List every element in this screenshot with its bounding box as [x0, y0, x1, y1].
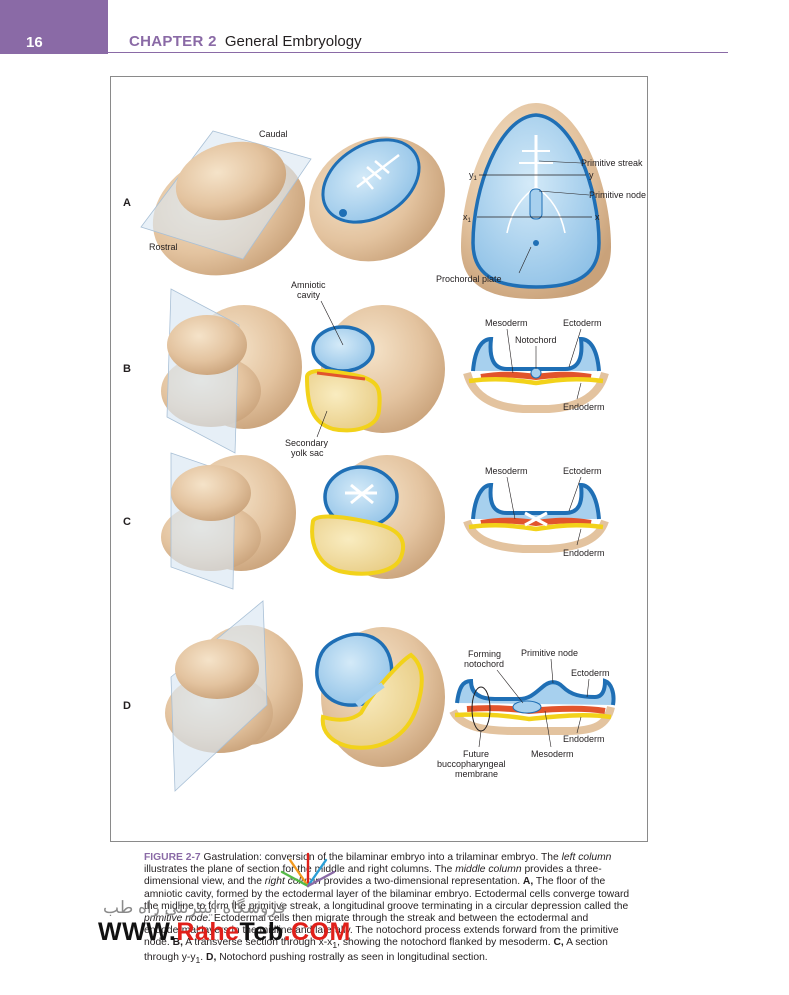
label-primitive-node-d: Primitive node: [521, 648, 578, 658]
watermark-logo-icon: [280, 852, 336, 888]
label-prochordal-plate: Prochordal plate: [436, 274, 502, 284]
leader-primitive-node-a: [538, 190, 590, 196]
label-endoderm-c: Endoderm: [563, 548, 605, 558]
caption-text: provides a two-dimensional representatio…: [320, 876, 523, 888]
row-b-3d-view: [304, 305, 445, 433]
page-number: 16: [26, 34, 43, 51]
leader-endoderm-d: [576, 716, 582, 734]
leader-forming-notochord: [496, 669, 524, 704]
leader-primitive-node-d: [550, 658, 554, 684]
leader-ectoderm-d: [586, 678, 590, 698]
label-forming-notochord-1: Forming: [468, 649, 501, 659]
row-d-3d-view: [315, 627, 445, 767]
figure-caption: FIGURE 2-7 Gastrulation: conversion of t…: [144, 852, 643, 966]
watermark-persian: فروشگاه اینترنتی راه طب: [103, 898, 286, 917]
label-primitive-streak: Primitive streak: [581, 158, 643, 168]
caption-bold: D,: [206, 951, 217, 963]
label-primitive-node-a: Primitive node: [589, 190, 646, 200]
caption-italic: primitive node.: [144, 913, 211, 925]
row-a-2d-view: [461, 103, 611, 299]
caption-text: Ectodermal cells then migrate through th…: [144, 913, 619, 949]
leader-secondary-yolk-sac: [316, 410, 328, 438]
label-x: x: [595, 212, 600, 222]
figure-frame: A Caudal Rostral y1 y x1 x Primitive str…: [110, 76, 648, 842]
caption-text: Notochord pushing rostrally as seen in l…: [216, 951, 488, 963]
chapter-title: General Embryology: [224, 33, 362, 50]
row-d-2d-section: [449, 678, 616, 735]
leader-amniotic-cavity: [320, 300, 344, 346]
caption-italic: right column: [264, 876, 321, 888]
header-rule: [108, 52, 728, 53]
leader-primitive-streak: [538, 160, 582, 164]
caption-text: , showing the notochord flanked by mesod…: [337, 937, 554, 949]
caption-bold: A,: [522, 876, 534, 888]
label-endoderm-d: Endoderm: [563, 734, 605, 744]
row-c-2d-section: [463, 482, 609, 553]
caption-text: provides a three-dimensional view, and t…: [144, 864, 602, 888]
label-ectoderm-b: Ectoderm: [563, 318, 602, 328]
row-c-3d-view: [310, 455, 445, 579]
caption-text: The floor of the amniotic cavity, formed…: [144, 876, 630, 912]
watermark-url: WWW.RaheTeb.COM: [98, 918, 351, 947]
label-y1: y1: [469, 170, 478, 182]
label-endoderm-b: Endoderm: [563, 402, 605, 412]
leader-endoderm-b: [576, 382, 582, 400]
leader-ectoderm-b: [568, 328, 582, 368]
row-a-plane-view: [140, 130, 312, 276]
label-future-3: membrane: [455, 769, 498, 779]
caption-bold: C,: [553, 937, 564, 949]
label-rostral: Rostral: [149, 242, 178, 252]
label-mesoderm-c: Mesoderm: [485, 466, 528, 476]
leader-mesoderm-b: [506, 328, 514, 374]
label-caudal: Caudal: [259, 129, 288, 139]
row-d-plane-view: [165, 600, 303, 792]
figure-label: FIGURE 2-7: [144, 852, 201, 863]
caption-text: Gastrulation: conversion of the bilamina…: [200, 852, 562, 863]
leader-mesoderm-d: [544, 710, 552, 748]
watermark-teb: Teb: [239, 918, 284, 946]
watermark-rahe: Rahe: [176, 918, 240, 946]
page-number-tab: [0, 0, 108, 54]
label-future-2: buccopharyngeal: [437, 759, 506, 769]
label-y: y: [589, 170, 594, 180]
running-head: CHAPTER 2 General Embryology: [129, 33, 362, 50]
caption-text: .: [200, 951, 207, 963]
row-label-d: D: [123, 700, 131, 712]
label-forming-notochord-2: notochord: [464, 659, 504, 669]
row-b-plane-view: [161, 288, 302, 454]
leader-future-membrane: [478, 730, 482, 748]
caption-subscript: 1: [195, 954, 201, 965]
row-label-a: A: [123, 197, 131, 209]
label-future-1: Future: [463, 749, 489, 759]
label-x1: x1: [463, 212, 472, 224]
label-secondary-yolk-sac-1: Secondary: [285, 438, 329, 448]
chapter-label: CHAPTER 2: [129, 33, 217, 50]
label-mesoderm-d: Mesoderm: [531, 749, 574, 759]
row-label-b: B: [123, 363, 131, 375]
leader-prochordal-plate: [518, 246, 532, 274]
label-ectoderm-c: Ectoderm: [563, 466, 602, 476]
caption-italic: left column: [561, 852, 612, 863]
watermark-com: .COM: [283, 918, 351, 946]
label-mesoderm-b: Mesoderm: [485, 318, 528, 328]
leader-endoderm-c: [576, 528, 582, 546]
watermark-www: WWW.: [98, 918, 177, 946]
caption-italic: middle column: [455, 864, 522, 876]
leader-mesoderm-c: [506, 476, 516, 520]
caption-text: A section through y-y: [144, 937, 608, 963]
caption-bold: B,: [172, 937, 183, 949]
caption-text: A transverse section through x-x: [182, 937, 333, 949]
caption-subscript: 1: [332, 940, 338, 951]
row-label-c: C: [123, 516, 131, 528]
label-amniotic-cavity-2: cavity: [297, 290, 321, 300]
leader-ectoderm-c: [568, 476, 582, 512]
embryology-figure: A Caudal Rostral y1 y x1 x Primitive str…: [123, 103, 646, 792]
row-c-plane-view: [161, 452, 296, 590]
label-ectoderm-d: Ectoderm: [571, 668, 610, 678]
label-notochord-b: Notochord: [515, 335, 557, 345]
label-secondary-yolk-sac-2: yolk sac: [291, 448, 324, 458]
row-a-3d-view: [309, 136, 445, 262]
label-amniotic-cavity-1: Amniotic: [291, 280, 326, 290]
